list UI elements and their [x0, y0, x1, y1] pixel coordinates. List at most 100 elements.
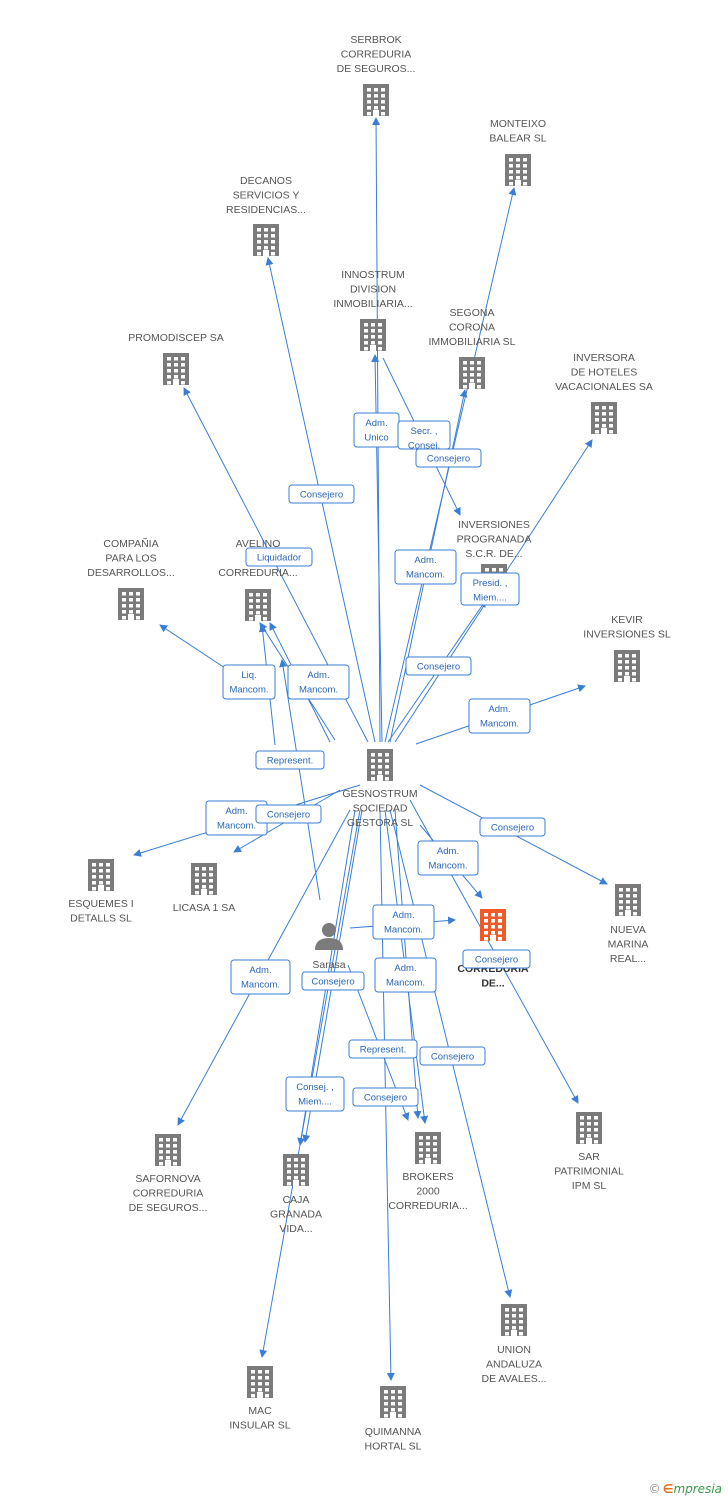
- edge-label[interactable]: Adm.Mancom.: [287, 664, 350, 700]
- edge-label[interactable]: Consej. ,Miem....: [285, 1076, 345, 1112]
- node-promodiscep[interactable]: PROMODISCEP SA: [128, 332, 224, 385]
- edge-label-text: Adm.Unico: [364, 418, 388, 444]
- edge-label-box: [222, 664, 276, 700]
- building-icon: [247, 1366, 273, 1398]
- edge-label-text: Secr. ,Consej.: [408, 426, 440, 452]
- edge-label[interactable]: Adm.Unico: [353, 412, 400, 448]
- edge-label[interactable]: Adm.Mancom.: [417, 840, 479, 876]
- edge-label[interactable]: Consejero: [352, 1087, 419, 1107]
- edge-label[interactable]: Adm.Mancom.: [372, 904, 435, 940]
- footer-brand: ©∈mpresia: [649, 1482, 722, 1496]
- node-label-line: UNION: [497, 1344, 531, 1356]
- edge-label[interactable]: Represent.: [255, 750, 325, 770]
- edge-label[interactable]: Presid. ,Miem....: [460, 572, 520, 606]
- edge-label[interactable]: Consejero: [255, 804, 322, 824]
- edge-label[interactable]: Consejero: [301, 971, 365, 991]
- node-licasa[interactable]: LICASA 1 SA: [173, 863, 235, 914]
- edge-label[interactable]: Adm.Mancom.: [374, 957, 437, 993]
- edge-label-text: Adm.Mancom.: [428, 846, 467, 872]
- node-label-line: CORONA: [449, 322, 495, 334]
- node-label-line: PROGRANADA: [457, 534, 532, 546]
- edge-label-line: Mancom.: [217, 821, 256, 832]
- edge-label-text: Consejero: [267, 810, 310, 821]
- node-label-line: CORREDURIA: [341, 49, 412, 61]
- node-label-line: AVELINO: [236, 538, 281, 550]
- edge-label-box: [287, 664, 350, 700]
- building-icon: [415, 1132, 441, 1164]
- node-label-line: GESTORA SL: [347, 817, 413, 829]
- edge-label[interactable]: Adm.Mancom.: [394, 549, 457, 585]
- edge-label-box: [394, 549, 457, 585]
- edge-label[interactable]: Liq.Mancom.: [222, 664, 276, 700]
- edge-label-line: Represent.: [360, 1045, 406, 1056]
- edge-label[interactable]: Consejero: [405, 656, 472, 676]
- edge-label[interactable]: Consejero: [462, 949, 531, 969]
- node-label-line: DE SEGUROS...: [337, 63, 416, 75]
- edge-label-text: Liquidador: [257, 553, 301, 564]
- edge-label-box: [462, 949, 531, 969]
- building-icon: [459, 357, 485, 389]
- building-icon: [88, 859, 114, 891]
- edge-label-line: Consejero: [311, 977, 354, 988]
- building-icon: [155, 1134, 181, 1166]
- edge-label-text: Adm.Mancom.: [384, 910, 423, 936]
- edge-label[interactable]: Represent.: [348, 1039, 418, 1059]
- edge-label[interactable]: Consejero: [419, 1046, 486, 1066]
- building-icon: [367, 749, 393, 781]
- node-label-line: CORREDURIA...: [388, 1200, 467, 1212]
- edge-label-box: [372, 904, 435, 940]
- edge-label[interactable]: Liquidador: [245, 547, 313, 567]
- edge-label-line: Miem....: [298, 1097, 332, 1108]
- node-label-line: 2000: [416, 1186, 440, 1198]
- copyright-symbol: ©: [648, 1482, 661, 1496]
- building-icon: [615, 884, 641, 916]
- edge-label[interactable]: Adm.Mancom.: [205, 800, 268, 836]
- edge-label[interactable]: Consejero: [479, 817, 546, 837]
- edge-label-box: [479, 817, 546, 837]
- node-label-line: CORREDURIA...: [218, 567, 297, 579]
- edge-label-text: Consejero: [475, 955, 518, 966]
- building-icon: [614, 650, 640, 682]
- node-avelino[interactable]: AVELINOME...CORREDURIA...: [218, 538, 298, 621]
- edge-label-text: Adm.Mancom.: [217, 806, 256, 832]
- node-label-line: VIDA...: [279, 1223, 312, 1235]
- brand-logo-icon: ∈: [662, 1482, 674, 1496]
- edge-label[interactable]: Adm.Mancom.: [468, 698, 531, 734]
- node-label-line: INMOBILIARIA...: [333, 298, 412, 310]
- building-icon: [505, 154, 531, 186]
- edge-label[interactable]: Consejero: [415, 448, 482, 468]
- edge-label[interactable]: Secr. ,Consej.: [397, 420, 451, 452]
- node-label-line: ANDALUZA: [486, 1359, 542, 1371]
- edge-label[interactable]: Consejero: [288, 484, 355, 504]
- node-label-line: CAJA: [283, 1194, 310, 1206]
- node-label-line: INVERSORA: [573, 352, 635, 364]
- edge-label[interactable]: Adm.Mancom.: [230, 959, 291, 995]
- building-icon: [360, 319, 386, 351]
